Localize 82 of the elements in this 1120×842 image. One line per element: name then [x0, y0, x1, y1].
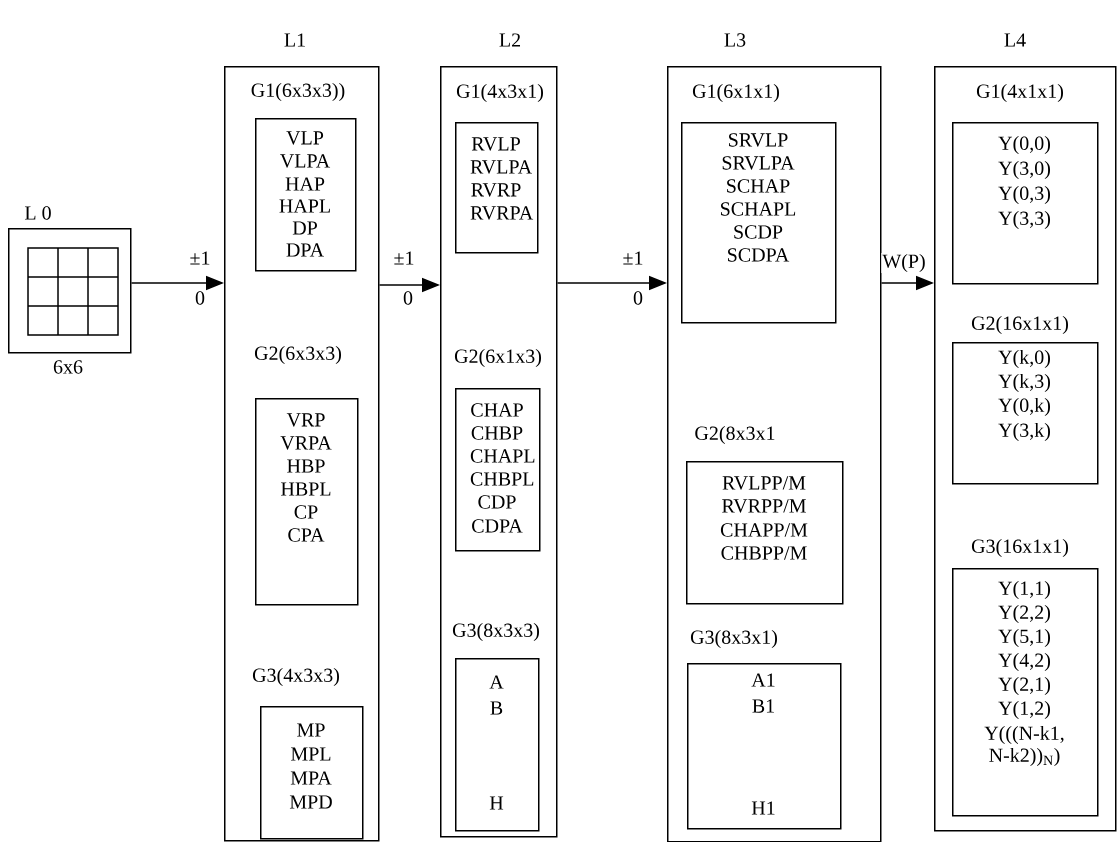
layer-label: L 0 [25, 206, 51, 220]
item-label: Y(3,k) [998, 422, 1050, 442]
layer-label: L4 [1004, 33, 1026, 47]
item-label: RVLPP/M [722, 476, 806, 490]
layer-label: L2 [499, 33, 520, 47]
item-label: SCDPA [728, 248, 790, 262]
value-label: 0 [195, 291, 205, 305]
item-label: MPA [290, 771, 332, 785]
item-label: Y(k,0) [998, 349, 1050, 369]
group-label: G1(4x3x1) [456, 83, 543, 103]
item-label: CHBPL [470, 472, 534, 486]
item-label: A [489, 675, 504, 689]
item-label: RVRPP/M [722, 499, 806, 513]
item-label: Y(((N-k1, N-k2))$_{N}$) [984, 725, 1064, 767]
item-label: Y(1,1) [998, 580, 1050, 600]
group-label: G3(8x3x1) [690, 629, 777, 649]
item-label: HBPL [281, 482, 331, 496]
edge-label: ±1 [190, 251, 210, 265]
item-label: CHBPP/M [721, 546, 807, 560]
item-label: CP [294, 505, 318, 519]
value-label: 0 [633, 291, 643, 305]
item-label: MPD [289, 795, 332, 809]
item-label: CHAP [471, 403, 523, 417]
edge-label: ±1 [623, 251, 643, 265]
item-label: B1 [752, 699, 774, 713]
item-label: CHBP [471, 426, 523, 440]
item-label: Y(5,1) [998, 628, 1050, 648]
item-label: DPA [286, 243, 324, 257]
item-label: VLP [286, 131, 324, 145]
item-label: CHAPL [470, 449, 535, 463]
item-label: Y(0,k) [998, 397, 1050, 417]
item-label: A1 [751, 673, 775, 687]
group-label: G3(8x3x3) [452, 622, 539, 642]
item-label: RVLPA [470, 160, 532, 174]
item-label: CHAPP/M [720, 523, 808, 537]
item-label: Y(1,2) [998, 700, 1050, 720]
group-label: G2(6x1x3) [454, 348, 541, 368]
item-label: RVRP [471, 183, 521, 197]
item-label: SRVLPA [722, 156, 795, 170]
group-label: G1(6x1x1) [692, 83, 779, 103]
item-label: B [490, 701, 503, 715]
item-label: Y(4,2) [998, 652, 1050, 672]
item-label: DP [292, 221, 317, 235]
group-label: G1(4x1x1) [976, 83, 1063, 103]
group-label: G1(6x3x3)) [251, 82, 345, 102]
item-label: Y(k,3) [998, 373, 1050, 393]
item-label: HBP [287, 459, 325, 473]
item-label: Y(2,1) [998, 676, 1050, 696]
item-label: RVLP [471, 137, 520, 151]
item-label: Y(3,3) [998, 210, 1050, 230]
item-label: CDPA [472, 519, 523, 533]
edge-label: W(P) [882, 253, 925, 273]
item-label: SRVLP [729, 133, 788, 147]
item-label: Y(3,0) [998, 160, 1050, 180]
group-label: G2(6x3x3) [254, 345, 341, 365]
item-label: Y(0,3) [998, 185, 1050, 205]
group-label: G2(16x1x1) [971, 315, 1068, 335]
item-label: VRP [286, 413, 325, 427]
group-label: G3(16x1x1) [971, 538, 1068, 558]
item-label: H [489, 796, 504, 810]
item-label: MPL [291, 747, 331, 761]
item-label: HAPL [279, 199, 330, 213]
item-label: SCHAP [727, 179, 790, 193]
item-label: RVRPA [470, 206, 534, 220]
group-label: G3(4x3x3) [252, 667, 339, 687]
item-label: SCDP [734, 225, 783, 239]
layer-label: L1 [284, 33, 305, 47]
item-label: HAP [285, 177, 325, 191]
value-label: 0 [403, 291, 413, 305]
item-label: Y(2,2) [998, 604, 1050, 624]
item-label: VRPA [280, 436, 332, 450]
item-label: Y(0,0) [998, 135, 1050, 155]
edge-label: ±1 [394, 251, 414, 265]
layer-label: L3 [724, 33, 746, 47]
item-label: CDP [478, 495, 516, 509]
size-label: 6x6 [53, 360, 83, 374]
item-label: MP [297, 723, 325, 737]
item-label: VLPA [280, 154, 331, 168]
item-label: H1 [751, 801, 775, 815]
group-label: G2(8x3x1 [695, 425, 775, 445]
item-label: SCHAPL [721, 202, 796, 216]
item-label: CPA [288, 528, 325, 542]
